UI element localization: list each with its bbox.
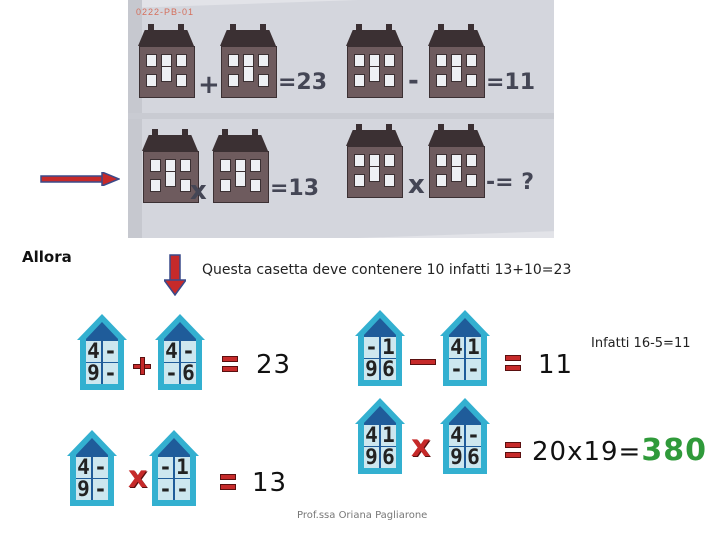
final-expression: 20x19=: [532, 437, 641, 467]
digit-house: 4 1 9 6: [355, 398, 405, 474]
digit-cell: -: [103, 341, 118, 362]
final-result: 20x19=380: [532, 438, 707, 465]
photo-expression: =13: [270, 178, 319, 200]
result-value: 11: [538, 352, 573, 378]
digit-house: 4 - - 6: [155, 314, 205, 390]
photo-house: [426, 130, 486, 198]
digit-cell: -: [164, 363, 179, 384]
digit-cell: 6: [381, 359, 396, 380]
photo-plus-sign: +: [198, 72, 220, 98]
author-credit: Prof.ssa Oriana Pagliarone: [297, 510, 427, 521]
digit-cell: 9: [76, 479, 91, 500]
digit-house: 4 - 9 -: [77, 314, 127, 390]
equals-sign: [505, 442, 521, 458]
result-value: 13: [252, 470, 287, 496]
photo-expression: =23: [278, 72, 327, 94]
photo-house: [136, 30, 196, 98]
check-text: Infatti 16-5=11: [591, 336, 691, 351]
explanation-text: Questa casetta deve contenere 10 infatti…: [202, 262, 571, 278]
photo-times-sign: x: [190, 178, 207, 204]
result-value: 23: [256, 352, 291, 378]
digit-cell: 1: [466, 337, 481, 358]
digit-cell: -: [466, 425, 481, 446]
digit-cell: 4: [76, 457, 91, 478]
digit-house: - 1 9 6: [355, 310, 405, 386]
digit-cell: -: [175, 479, 190, 500]
digit-cell: 4: [449, 425, 464, 446]
times-sign: x: [411, 432, 430, 462]
minus-sign: [410, 359, 436, 365]
digit-cell: 1: [381, 337, 396, 358]
photo-house: [344, 30, 404, 98]
equals-sign: [222, 356, 238, 372]
times-sign: x: [128, 463, 147, 493]
photo-expression: -= ?: [486, 172, 534, 194]
digit-cell: -: [93, 457, 108, 478]
photo-house: [426, 30, 486, 98]
photo-minus-sign: -: [408, 68, 419, 94]
digit-cell: -: [93, 479, 108, 500]
digit-cell: -: [466, 359, 481, 380]
photo-expression: =11: [486, 72, 535, 94]
digit-cell: 9: [364, 359, 379, 380]
plus-sign: [133, 357, 151, 375]
allora-label: Allora: [22, 248, 72, 266]
arrow-down-icon: [164, 254, 186, 296]
digit-cell: 4: [449, 337, 464, 358]
photo-code: 0222-PB-01: [136, 7, 194, 17]
digit-cell: -: [158, 479, 173, 500]
digit-cell: -: [449, 359, 464, 380]
digit-cell: 4: [164, 341, 179, 362]
digit-cell: 6: [466, 447, 481, 468]
digit-cell: -: [103, 363, 118, 384]
photo-house: [210, 135, 270, 203]
digit-cell: 1: [175, 457, 190, 478]
digit-cell: 1: [381, 425, 396, 446]
digit-cell: 6: [381, 447, 396, 468]
digit-cell: 4: [86, 341, 101, 362]
puzzle-photo: 0222-PB-01 + =23 - =11 x: [128, 0, 554, 238]
photo-house: [344, 130, 404, 198]
arrow-right-icon: [40, 172, 120, 186]
photo-times-sign: x: [408, 172, 425, 198]
digit-cell: 9: [449, 447, 464, 468]
equals-sign: [505, 355, 521, 371]
equals-sign: [220, 474, 236, 490]
digit-house: 4 - 9 -: [67, 430, 117, 506]
digit-cell: -: [181, 341, 196, 362]
digit-cell: 6: [181, 363, 196, 384]
digit-cell: 9: [86, 363, 101, 384]
digit-house: 4 1 - -: [440, 310, 490, 386]
photo-house: [218, 30, 278, 98]
digit-house: - 1 - -: [149, 430, 199, 506]
digit-cell: 4: [364, 425, 379, 446]
digit-cell: -: [364, 337, 379, 358]
digit-cell: 9: [364, 447, 379, 468]
digit-house: 4 - 9 6: [440, 398, 490, 474]
final-answer: 380: [641, 433, 707, 468]
digit-cell: -: [158, 457, 173, 478]
